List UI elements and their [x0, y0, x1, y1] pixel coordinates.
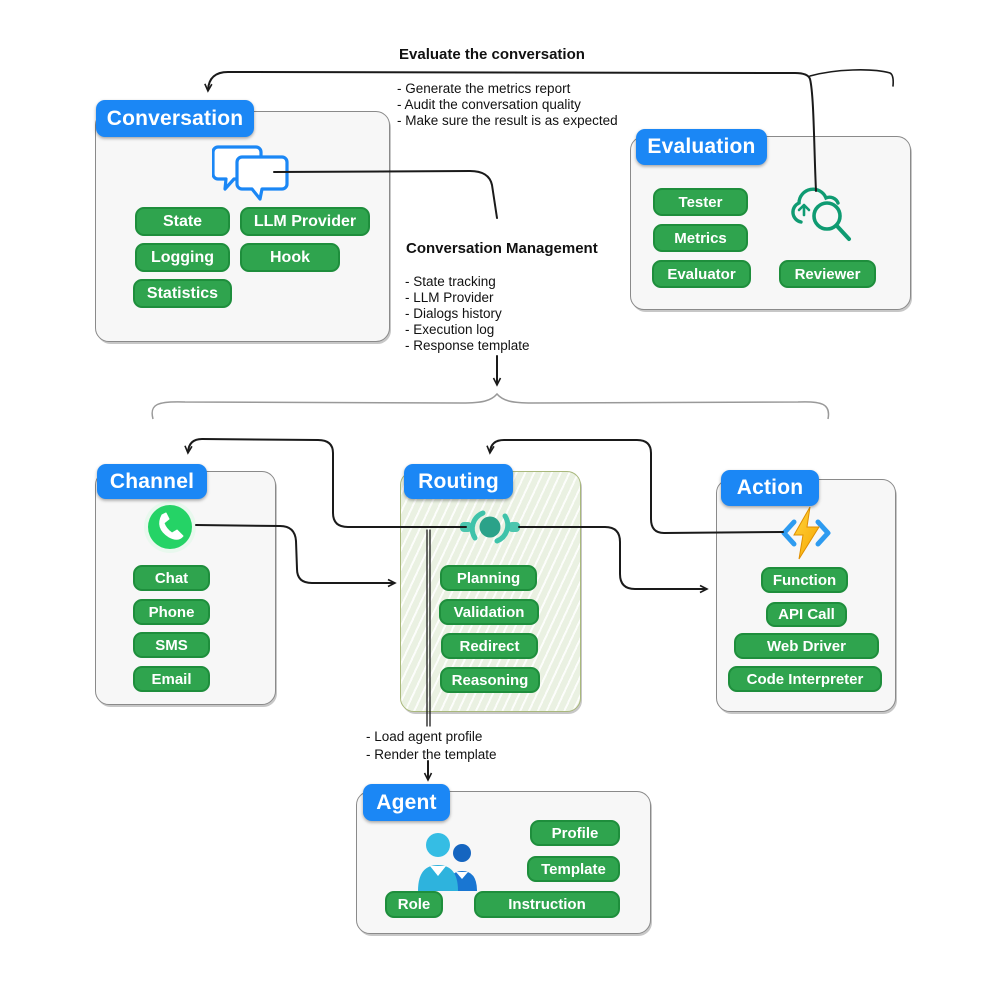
- pill-profile: Profile: [530, 820, 620, 846]
- pill-sms: SMS: [133, 632, 210, 658]
- pill-metrics: Metrics: [653, 224, 748, 252]
- evaluate-bullets: - Generate the metrics report - Audit th…: [397, 81, 618, 129]
- pill-code-interpreter: Code Interpreter: [728, 666, 882, 692]
- hub-node-icon: [460, 510, 520, 544]
- pill-llm-provider: LLM Provider: [240, 207, 370, 236]
- azure-function-icon: [781, 506, 831, 560]
- pill-planning: Planning: [440, 565, 537, 591]
- pill-template: Template: [527, 856, 620, 882]
- pill-instruction: Instruction: [474, 891, 620, 918]
- sketch-overshoot: [809, 69, 894, 87]
- management-bullet: - State tracking: [405, 274, 496, 289]
- management-bullet: - Dialogs history: [405, 306, 502, 321]
- routing-header: Routing: [404, 464, 513, 499]
- management-bullet: - Response template: [405, 338, 530, 353]
- brace-divider: [151, 392, 830, 420]
- management-title: Conversation Management: [406, 240, 598, 257]
- pill-statistics: Statistics: [133, 279, 232, 308]
- pill-logging: Logging: [135, 243, 230, 272]
- pill-state: State: [135, 207, 230, 236]
- agent-note-bullet: - Load agent profile: [366, 729, 483, 744]
- action-header: Action: [721, 470, 819, 506]
- pill-validation: Validation: [439, 599, 539, 625]
- whatsapp-icon: [144, 501, 196, 553]
- agent-header: Agent: [363, 784, 450, 821]
- management-bullet: - Execution log: [405, 322, 495, 337]
- evaluation-header: Evaluation: [636, 129, 767, 165]
- evaluate-title: Evaluate the conversation: [399, 46, 585, 63]
- cloud-search-icon: [791, 187, 851, 241]
- pill-phone: Phone: [133, 599, 210, 625]
- pill-function: Function: [761, 567, 848, 593]
- chat-bubbles-icon: [212, 145, 289, 201]
- evaluate-bullet: - Make sure the result is as expected: [397, 113, 618, 128]
- channel-header: Channel: [97, 464, 207, 499]
- evaluate-bullet: - Generate the metrics report: [397, 81, 571, 96]
- pill-api-call: API Call: [766, 602, 847, 627]
- pill-redirect: Redirect: [441, 633, 538, 659]
- pill-reasoning: Reasoning: [440, 667, 540, 693]
- evaluate-bullet: - Audit the conversation quality: [397, 97, 581, 112]
- conversation-header: Conversation: [96, 100, 254, 137]
- pill-evaluator: Evaluator: [652, 260, 751, 288]
- pill-web-driver: Web Driver: [734, 633, 879, 659]
- pill-role: Role: [385, 891, 443, 918]
- pill-hook: Hook: [240, 243, 340, 272]
- agent-note-bullet: - Render the template: [366, 746, 497, 762]
- pill-chat: Chat: [133, 565, 210, 591]
- management-bullets: - State tracking - LLM Provider - Dialog…: [405, 274, 530, 354]
- agent-note-bullets: - Load agent profile - Render the templa…: [366, 728, 497, 763]
- people-icon: [418, 833, 477, 891]
- pill-email: Email: [133, 666, 210, 692]
- pill-reviewer: Reviewer: [779, 260, 876, 288]
- management-bullet: - LLM Provider: [405, 290, 494, 305]
- pill-tester: Tester: [653, 188, 748, 216]
